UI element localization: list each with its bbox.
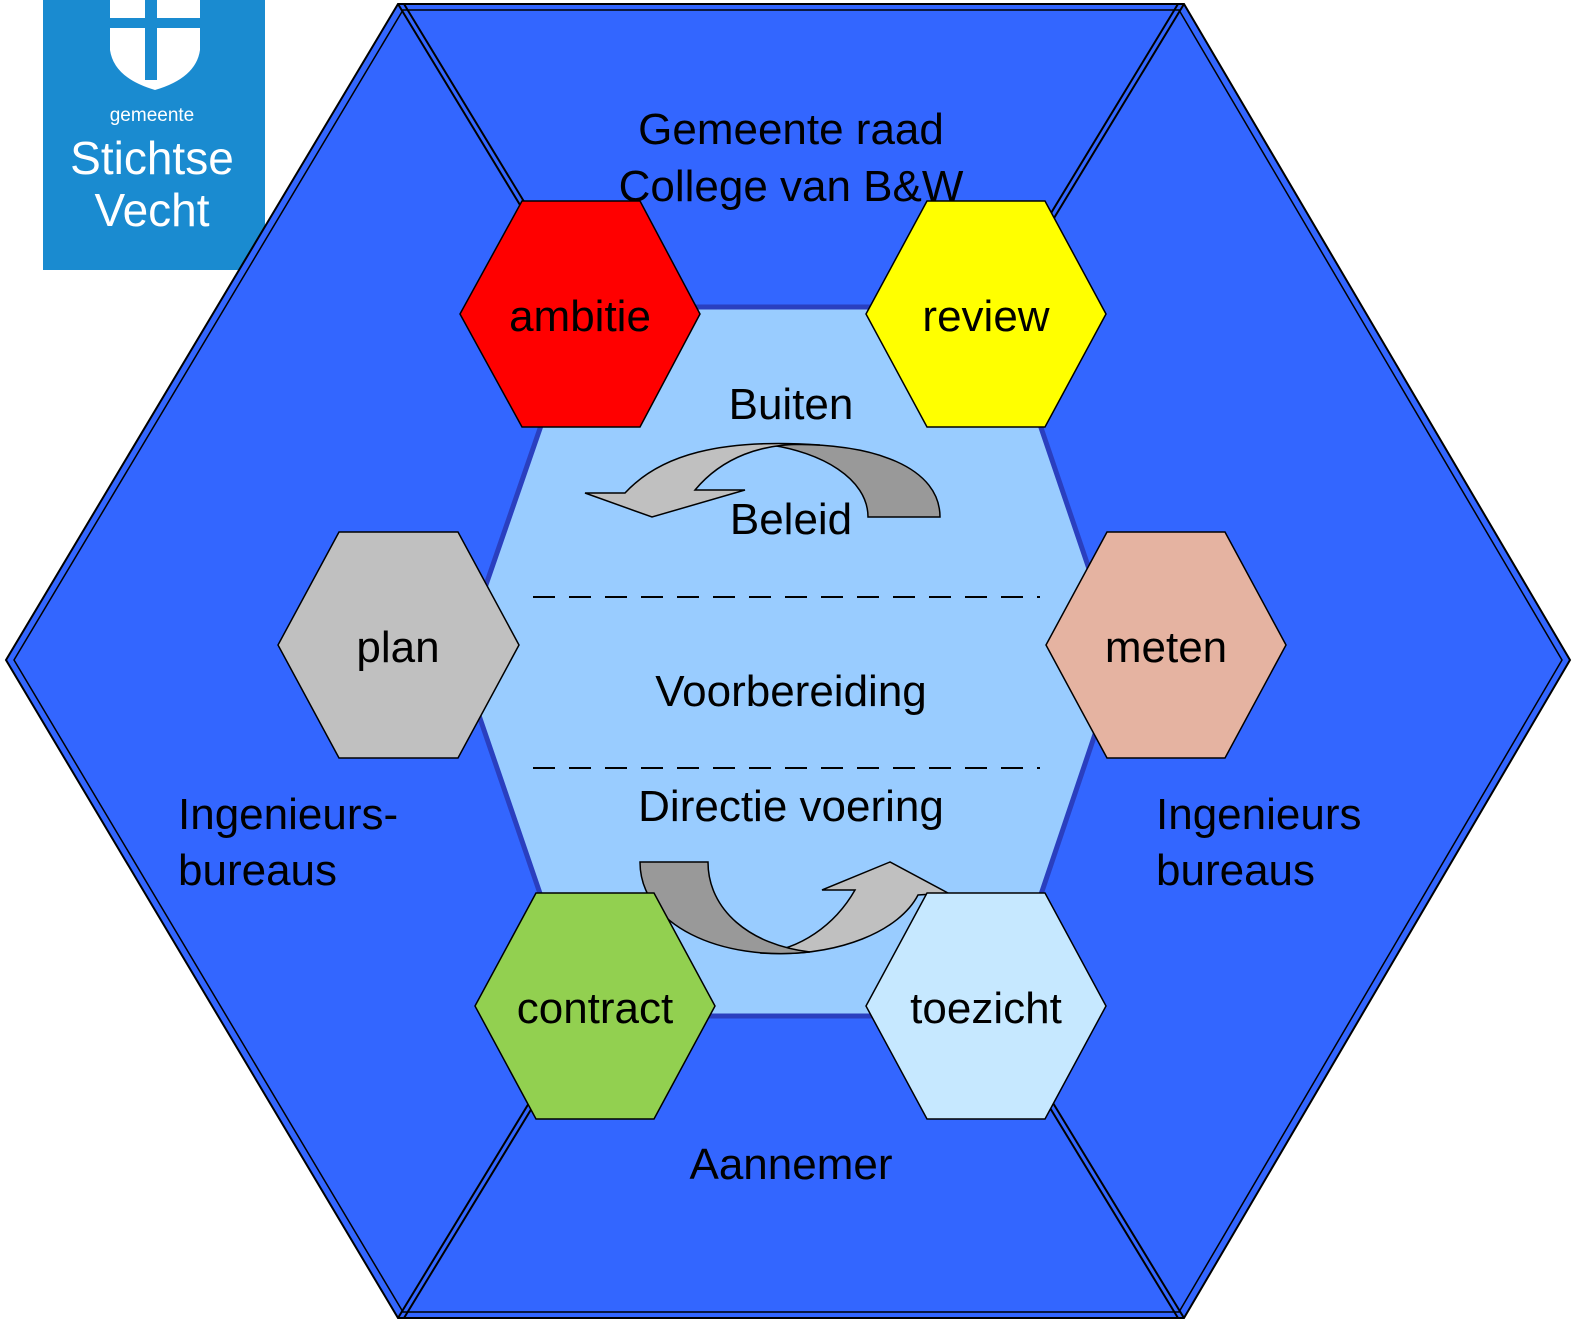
center-buiten: Buiten bbox=[729, 380, 854, 429]
region-top-line1: Gemeente raad bbox=[638, 105, 944, 154]
logo-line3: Vecht bbox=[94, 184, 209, 236]
logo: gemeente Stichtse Vecht bbox=[43, 0, 265, 270]
hex-toezicht-label: toezicht bbox=[910, 984, 1062, 1033]
region-left-line2: bureaus bbox=[178, 846, 337, 895]
region-bottom: Aannemer bbox=[689, 1140, 892, 1189]
center-beleid: Beleid bbox=[730, 495, 852, 544]
arrow-top-light bbox=[584, 442, 821, 518]
hex-plan-label: plan bbox=[356, 623, 439, 672]
hex-toezicht-shape bbox=[865, 892, 1107, 1120]
hex-meten-shape bbox=[1045, 531, 1287, 759]
hex-plan-shape bbox=[277, 531, 520, 759]
region-right-line2: bureaus bbox=[1156, 846, 1315, 895]
hex-ambitie-label: ambitie bbox=[509, 292, 651, 341]
hex-meten: meten bbox=[1045, 531, 1287, 759]
region-left-line1: Ingenieurs- bbox=[178, 790, 398, 839]
region-top-line2: College van B&W bbox=[619, 162, 964, 211]
hex-contract: contract bbox=[474, 892, 716, 1120]
center-directie: Directie voering bbox=[638, 782, 944, 831]
hex-review-shape bbox=[865, 200, 1107, 428]
hex-ambitie: ambitie bbox=[459, 200, 701, 428]
arrow-top-dark bbox=[769, 443, 941, 518]
center-voorbereiding: Voorbereiding bbox=[655, 667, 927, 716]
hex-meten-label: meten bbox=[1105, 623, 1227, 672]
hex-review-label: review bbox=[922, 292, 1049, 341]
logo-line1: gemeente bbox=[110, 105, 195, 126]
hex-contract-label: contract bbox=[517, 984, 674, 1033]
hex-review: review bbox=[865, 200, 1107, 428]
cycle-arrow-top bbox=[584, 442, 941, 518]
hex-plan: plan bbox=[277, 531, 520, 759]
crest-cross-v bbox=[145, 0, 157, 80]
hex-ambitie-shape bbox=[459, 200, 701, 428]
region-right-line1: Ingenieurs bbox=[1156, 790, 1361, 839]
logo-line2: Stichtse bbox=[70, 132, 234, 184]
hex-contract-shape bbox=[474, 892, 716, 1120]
crest-cross-h bbox=[110, 18, 200, 28]
outer-hexagon-inner-border bbox=[13, 9, 1563, 1313]
hex-toezicht: toezicht bbox=[865, 892, 1107, 1120]
